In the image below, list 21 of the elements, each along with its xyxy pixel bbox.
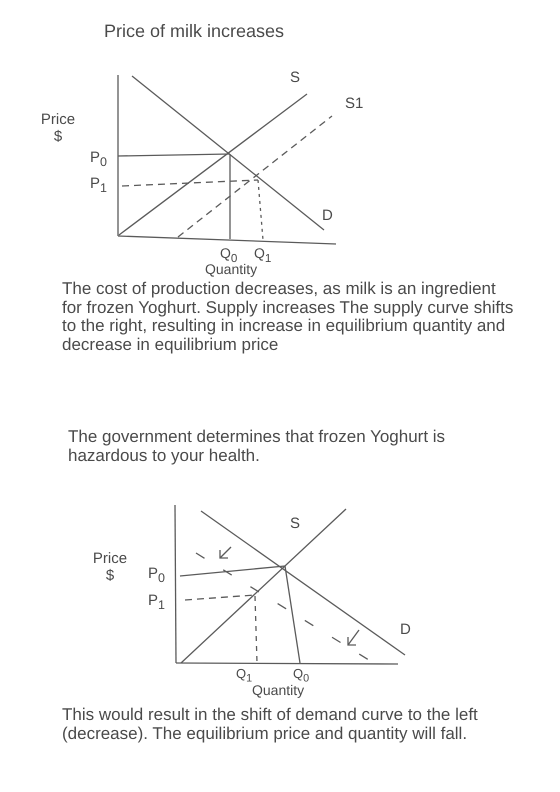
price-label: P$_{0}$ xyxy=(90,150,107,170)
axis-label: Price $ xyxy=(92,551,128,584)
paragraph: The cost of production decreases, as milk is an ingredient for frozen Yoghurt. Supply increases The supply curve shifts to the right, resulting in increase in equilibrium quantity and decrease in equilibrium price xyxy=(62,280,514,355)
price-label: P$_{1}$ xyxy=(90,176,107,196)
curve-label: S1 xyxy=(345,96,364,112)
axis-label: Quantity xyxy=(205,262,258,278)
curve-label: S xyxy=(290,516,300,532)
price-label: P$_{1}$ xyxy=(148,593,165,613)
quantity-label: Q$_{1}$ xyxy=(236,667,252,686)
paragraph: This would result in the shift of demand curve to the left (decrease). The equilibrium price and quantity will fall. xyxy=(62,706,479,744)
curve-label: D xyxy=(322,208,333,224)
price-label: P$_{0}$ xyxy=(148,566,165,586)
quantity-label: Q$_{0}$ xyxy=(220,246,238,265)
paragraph: The government determines that frozen Yoghurt is hazardous to your health. xyxy=(68,428,446,466)
axis-label: Quantity xyxy=(252,683,304,698)
quantity-label: Q$_{1}$ xyxy=(254,246,272,265)
heading: Price of milk increases xyxy=(104,22,284,42)
axis-label: Price $ xyxy=(40,112,76,145)
curve-label: D xyxy=(400,622,411,638)
quantity-label: Q$_{0}$ xyxy=(293,667,310,685)
curve-label: S xyxy=(290,70,300,86)
